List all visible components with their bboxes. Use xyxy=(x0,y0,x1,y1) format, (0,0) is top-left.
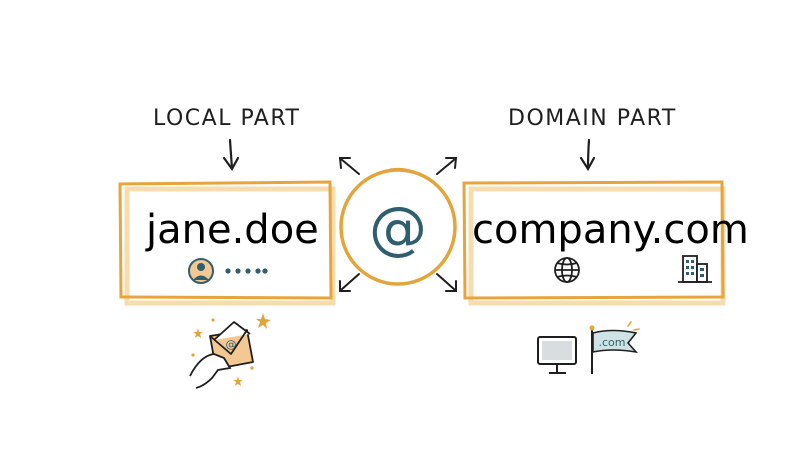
flag-icon: .com xyxy=(589,321,640,374)
dots-icon xyxy=(225,268,268,274)
local-down-arrow xyxy=(222,138,240,172)
user-avatar-icon xyxy=(188,258,214,284)
local-part-value: jane.doe xyxy=(145,207,319,253)
domain-part-box xyxy=(462,180,726,306)
local-part-box xyxy=(118,180,336,306)
domain-part-value: company.com xyxy=(472,207,749,253)
at-symbol: @ xyxy=(369,194,427,262)
envelope-at-symbol: @ xyxy=(226,338,237,351)
sparkle-stars-icon xyxy=(193,313,271,386)
building-icon xyxy=(678,255,712,283)
globe-icon xyxy=(554,257,580,283)
local-part-heading: LOCAL PART xyxy=(153,106,301,131)
at-circle xyxy=(339,167,457,286)
monitor-icon xyxy=(537,336,577,374)
flag-label: .com xyxy=(599,336,626,349)
hand-envelope-icon: @ xyxy=(189,313,271,389)
domain-down-arrow xyxy=(579,138,596,172)
radiating-arrows xyxy=(338,157,458,292)
domain-part-heading: DOMAIN PART xyxy=(508,106,677,131)
